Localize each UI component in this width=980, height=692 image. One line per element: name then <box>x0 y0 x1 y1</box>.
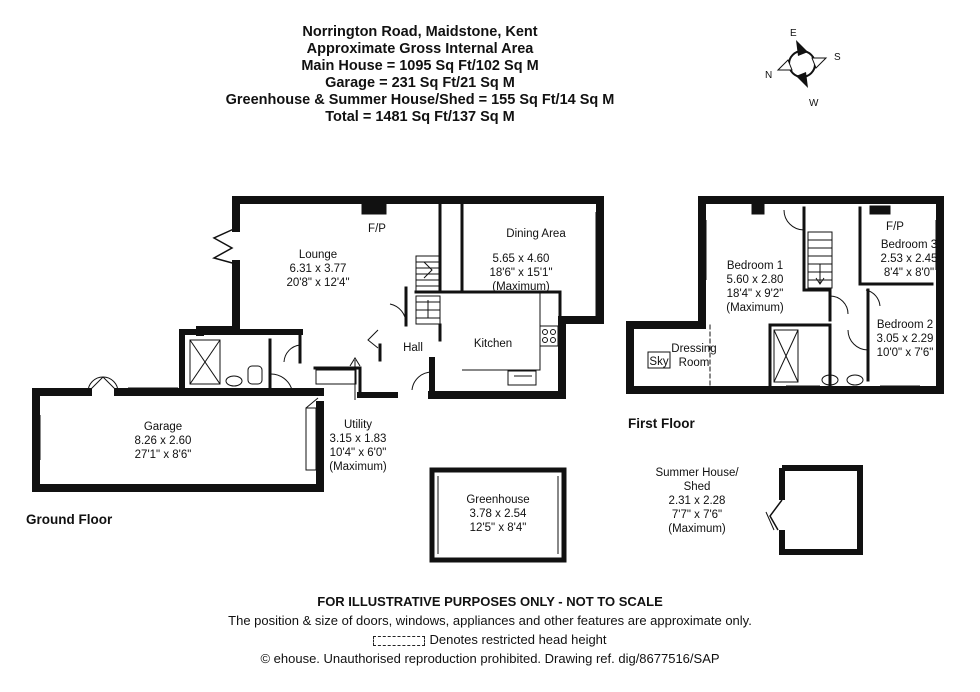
footer-block: FOR ILLUSTRATIVE PURPOSES ONLY - NOT TO … <box>140 592 840 668</box>
header-gia-title: Approximate Gross Internal Area <box>306 41 534 57</box>
bedroom3-metric: 2.53 x 2.45 <box>881 253 938 265</box>
ground-floor-fixtures <box>39 203 597 471</box>
dressing-name-2: Room <box>679 357 710 369</box>
dining-metric: 5.65 x 4.60 <box>493 253 550 265</box>
dining-name: Dining Area <box>506 228 566 240</box>
first-floor-fixtures <box>647 199 937 387</box>
bedroom3-name: Bedroom 3 <box>881 239 937 251</box>
greenhouse-metric: 3.78 x 2.54 <box>470 508 528 520</box>
utility-name: Utility <box>344 419 372 431</box>
footer-legend-text: Denotes restricted head height <box>429 632 607 647</box>
lounge-imperial: 20'8" x 12'4" <box>286 277 349 289</box>
compass-icon: E S W N <box>765 28 841 109</box>
footer-legend: Denotes restricted head height <box>140 630 840 649</box>
bedroom1-name: Bedroom 1 <box>727 260 783 272</box>
lounge-name: Lounge <box>299 249 337 261</box>
first-floor-title: First Floor <box>628 416 695 431</box>
first-floor-walls <box>626 196 944 394</box>
hall-name: Hall <box>403 342 423 354</box>
bedroom2-name: Bedroom 2 <box>877 319 933 331</box>
footer-copyright: © ehouse. Unauthorised reproduction proh… <box>260 651 720 666</box>
lounge-metric: 6.31 x 3.77 <box>290 263 347 275</box>
garage-imperial: 27'1" x 8'6" <box>135 449 192 461</box>
summer-house-metric: 2.31 x 2.28 <box>669 495 726 507</box>
header-greenhouse: Greenhouse & Summer House/Shed = 155 Sq … <box>225 92 615 108</box>
greenhouse-imperial: 12'5" x 8'4" <box>470 522 527 534</box>
utility-metric: 3.15 x 1.83 <box>330 433 387 445</box>
ground-floor-title: Ground Floor <box>26 512 113 527</box>
bedroom3-imperial: 8'4" x 8'0" <box>884 267 934 279</box>
bedroom2-imperial: 10'0" x 7'6" <box>877 347 934 359</box>
lounge-fp-label: F/P <box>368 223 386 235</box>
summer-house-imperial: 7'7" x 7'6" <box>672 509 722 521</box>
summer-house-name-1: Summer House/ <box>655 467 739 479</box>
compass-n: N <box>765 70 772 81</box>
skylight-label: Sky <box>649 356 668 368</box>
bedroom1-note: (Maximum) <box>726 302 784 314</box>
dining-note: (Maximum) <box>492 281 550 293</box>
bedroom1-imperial: 18'4" x 9'2" <box>727 288 784 300</box>
garage-name: Garage <box>144 421 182 433</box>
summer-house-walls <box>765 465 863 555</box>
compass-e: E <box>790 28 797 39</box>
bedroom2-metric: 3.05 x 2.29 <box>877 333 934 345</box>
summer-house-name-2: Shed <box>684 481 711 493</box>
bedroom1-metric: 5.60 x 2.80 <box>727 274 784 286</box>
greenhouse-walls <box>429 467 567 563</box>
dining-imperial: 18'6" x 15'1" <box>489 267 552 279</box>
kitchen-name: Kitchen <box>474 338 512 350</box>
footer-disclaimer: FOR ILLUSTRATIVE PURPOSES ONLY - NOT TO … <box>317 594 663 609</box>
greenhouse-name: Greenhouse <box>466 494 529 506</box>
footer-approx-note: The position & size of doors, windows, a… <box>228 613 752 628</box>
utility-imperial: 10'4" x 6'0" <box>330 447 387 459</box>
header-block: Norrington Road, Maidstone, Kent Approxi… <box>170 24 670 126</box>
utility-note: (Maximum) <box>329 461 387 473</box>
header-main-house: Main House = 1095 Sq Ft/102 Sq M <box>301 58 539 74</box>
compass-s: S <box>834 52 841 63</box>
compass-w: W <box>809 98 819 109</box>
dressing-name-1: Dressing <box>671 343 716 355</box>
garage-metric: 8.26 x 2.60 <box>135 435 192 447</box>
ground-floor-walls <box>32 196 604 492</box>
bedroom3-fp-label: F/P <box>886 221 904 233</box>
header-garage: Garage = 231 Sq Ft/21 Sq M <box>325 75 515 91</box>
summer-house-note: (Maximum) <box>668 523 726 535</box>
restricted-height-legend-icon <box>373 635 426 646</box>
header-total: Total = 1481 Sq Ft/137 Sq M <box>325 109 515 125</box>
header-address: Norrington Road, Maidstone, Kent <box>302 24 538 40</box>
